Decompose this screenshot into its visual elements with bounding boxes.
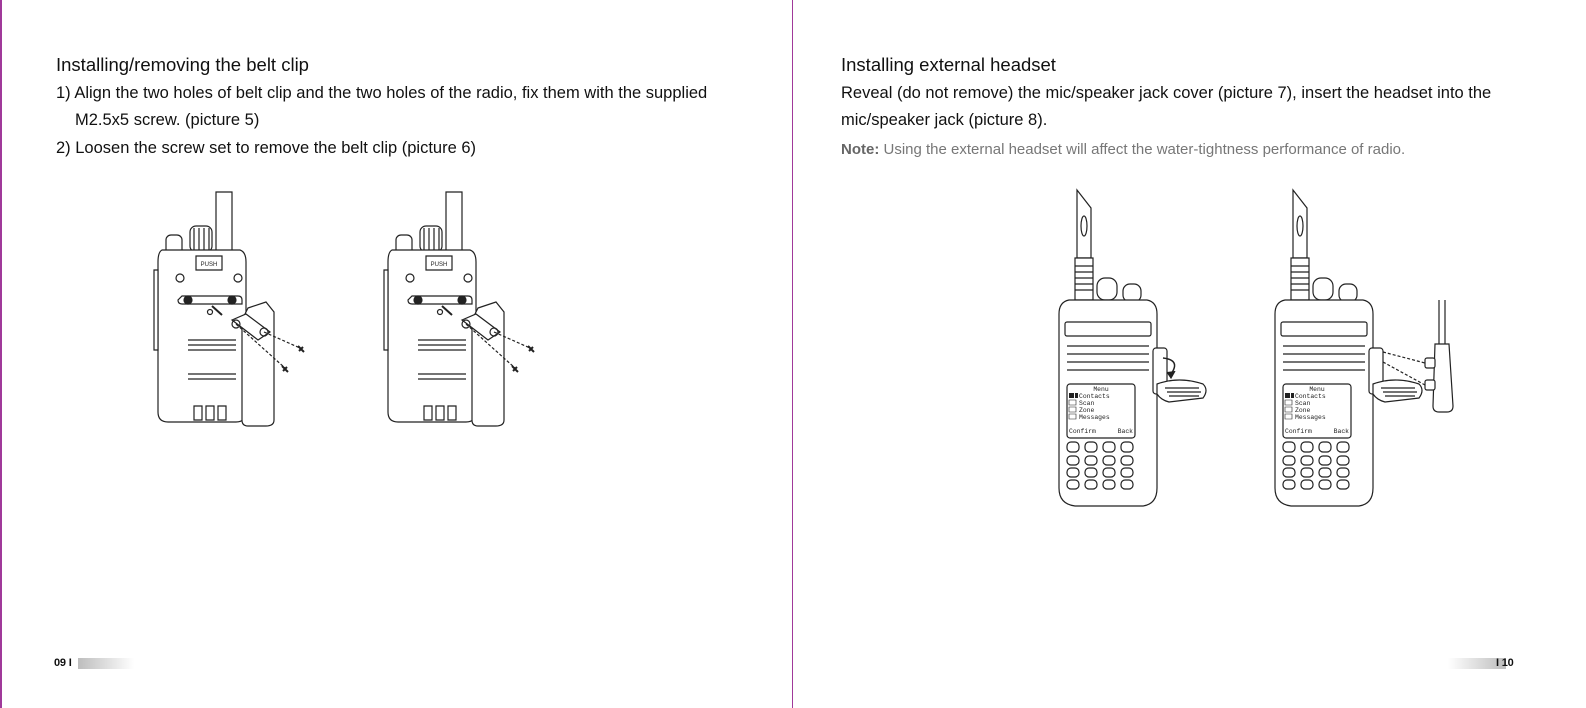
page-divider [792, 0, 793, 708]
note-text: Using the external headset will affect t… [879, 141, 1406, 158]
belt-clip-picture-5: PUSH [150, 190, 320, 430]
screen-menu-header: Menu [1093, 386, 1109, 393]
right-page: Installing external headset Reveal (do n… [793, 0, 1586, 708]
screen-menu-item: Messages [1295, 414, 1326, 421]
step-2: 2) Loosen the screw set to remove the be… [56, 139, 477, 157]
screen-menu-item: Zone [1079, 407, 1095, 414]
headset-picture-8: Menu Contacts Scan Zone Messages Confirm… [1269, 188, 1469, 513]
screen-menu-item: Scan [1079, 400, 1095, 407]
belt-clip-picture-6: PUSH [380, 190, 550, 430]
screen-softkey-left: Confirm [1285, 428, 1312, 435]
screen-menu-item: Contacts [1295, 393, 1326, 400]
headset-picture-7: Menu Contacts Scan Zone Messages Confirm… [1053, 188, 1223, 513]
headset-line-2: mic/speaker jack (picture 8). [841, 111, 1048, 129]
right-page-number-bar [1448, 658, 1506, 669]
right-page-number: I 10 [1496, 657, 1514, 669]
screen-menu-item: Messages [1079, 414, 1110, 421]
headset-line-1: Reveal (do not remove) the mic/speaker j… [841, 84, 1492, 102]
screen-softkey-right: Back [1118, 428, 1134, 435]
headset-note: Note: Using the external headset will af… [841, 141, 1405, 158]
screen-menu-header: Menu [1309, 386, 1325, 393]
screen-menu-item: Scan [1295, 400, 1311, 407]
screen-menu-item: Zone [1295, 407, 1311, 414]
right-page-title: Installing external headset [841, 54, 1056, 75]
note-label: Note: [841, 141, 880, 158]
left-page: Installing/removing the belt clip 1) Ali… [0, 0, 792, 708]
screen-softkey-right: Back [1334, 428, 1350, 435]
step-1-line-1: 1) Align the two holes of belt clip and … [56, 84, 708, 102]
left-page-edge [0, 0, 2, 708]
left-page-title: Installing/removing the belt clip [56, 54, 309, 75]
step-1-line-2: M2.5x5 screw. (picture 5) [75, 111, 260, 129]
screen-softkey-left: Confirm [1069, 428, 1096, 435]
push-label: PUSH [201, 262, 218, 268]
push-label: PUSH [431, 262, 448, 268]
screen-menu-item: Contacts [1079, 393, 1110, 400]
left-page-number: 09 I [54, 657, 72, 669]
left-page-number-bar [78, 658, 134, 669]
